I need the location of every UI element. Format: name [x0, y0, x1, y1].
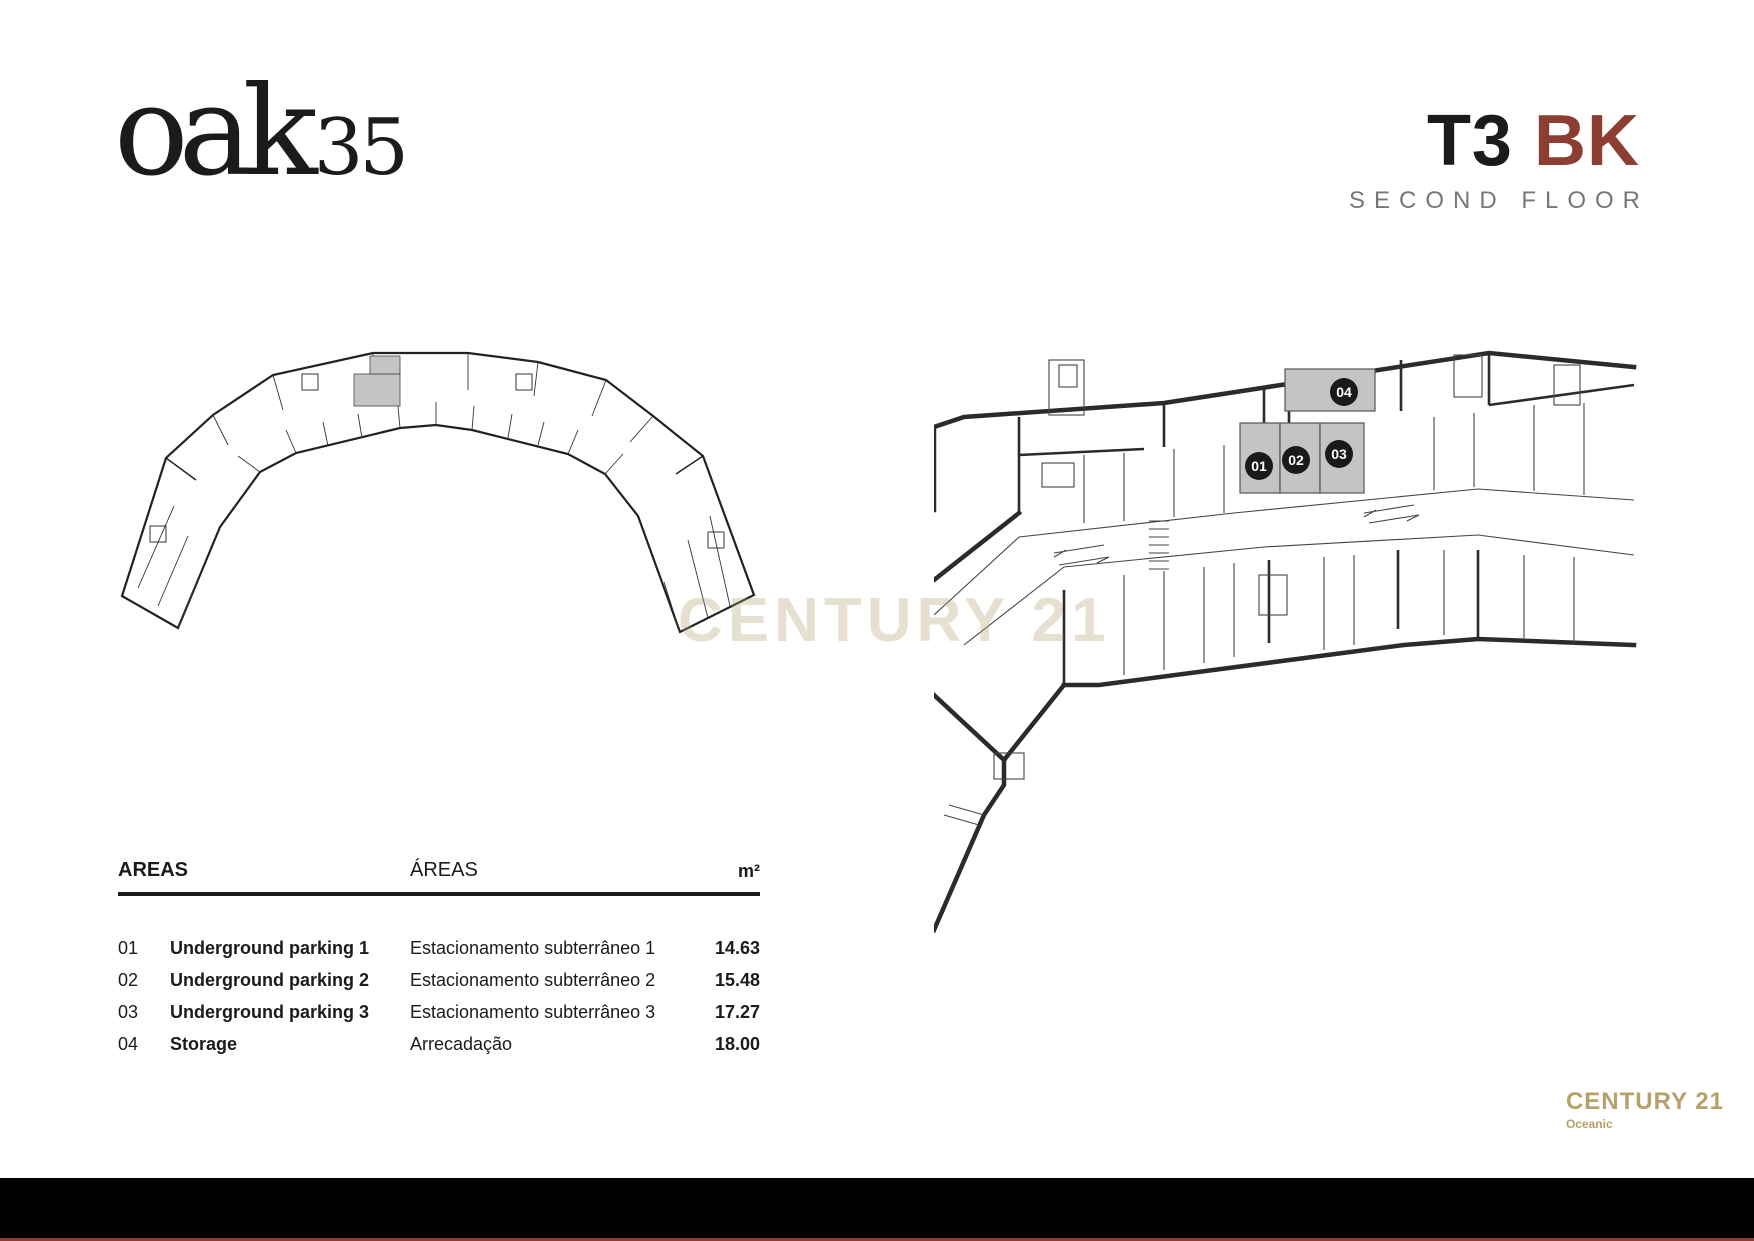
- plan-wall-south: [1061, 636, 1637, 688]
- marker-02-badge: [1282, 446, 1310, 474]
- plan-wall-west: [934, 424, 1023, 764]
- table-row: 03 Underground parking 3 Estacionamento …: [118, 996, 760, 1028]
- marker-04: 04: [1336, 384, 1352, 400]
- keyplan-outline-inner: [165, 455, 704, 481]
- key-plan: [120, 351, 756, 634]
- brand-subtitle: Oceanic: [1565, 1117, 1613, 1131]
- row-number: 04: [118, 1033, 139, 1054]
- marker-04-badge: [1330, 378, 1358, 406]
- century21-brand-logo: CENTURY 21 Oceanic: [1566, 1088, 1724, 1131]
- floor-plan: 01 02 03 04: [934, 350, 1637, 933]
- keyplan-highlight-parking: [353, 373, 401, 407]
- row-label-pt: Estacionamento subterrâneo 2: [410, 969, 656, 990]
- keyplan-outline-outer: [120, 351, 756, 634]
- table-row: 01 Underground parking 1 Estacionamento …: [118, 932, 760, 964]
- row-number: 01: [118, 937, 139, 958]
- areas-header-en: AREAS: [118, 859, 189, 881]
- row-label-pt: Estacionamento subterrâneo 1: [410, 937, 656, 958]
- row-area-value: 15.48: [714, 969, 760, 990]
- table-row: 02 Underground parking 2 Estacionamento …: [118, 964, 760, 996]
- areas-header: AREAS ÁREAS m²: [118, 850, 760, 882]
- row-area-value: 17.27: [714, 1001, 760, 1022]
- areas-header-unit: m²: [738, 861, 760, 881]
- plan-drive-lane-bottom: [963, 534, 1635, 646]
- plan-drive-lane-top: [934, 488, 1635, 616]
- unit-heading: T3 BK SECOND FLOOR: [1349, 105, 1640, 215]
- highlight-storage-04: [1284, 368, 1376, 412]
- marker-03: 03: [1331, 446, 1347, 462]
- marker-01: 01: [1251, 458, 1267, 474]
- row-label-pt: Arrecadação: [410, 1033, 513, 1054]
- row-area-value: 18.00: [714, 1033, 760, 1054]
- footer-accent-line: [0, 1238, 1754, 1241]
- row-label-en: Underground parking 1: [170, 937, 370, 958]
- brand-name: CENTURY 21: [1565, 1088, 1724, 1115]
- oak35-logo: oak35: [114, 70, 409, 194]
- plan-markers: 01 02 03 04: [1245, 378, 1358, 480]
- row-number: 02: [118, 969, 139, 990]
- areas-header-pt: ÁREAS: [410, 859, 478, 881]
- footer-bar: [0, 1178, 1754, 1238]
- logo-number: 35: [313, 103, 409, 193]
- table-row: 04 Storage Arrecadação 18.00: [118, 1028, 760, 1060]
- unit-title: T3 BK: [1349, 105, 1640, 177]
- plan-wall-north: [934, 350, 1637, 430]
- century21-watermark: CENTURY 21: [678, 586, 1111, 655]
- marker-03-badge: [1325, 440, 1353, 468]
- areas-divider: [118, 892, 760, 896]
- areas-table: AREAS ÁREAS m² 01 Underground parking 1 …: [118, 850, 760, 1060]
- marker-02: 02: [1288, 452, 1304, 468]
- logo-word: oak: [114, 60, 318, 204]
- row-label-en: Storage: [170, 1033, 238, 1054]
- unit-code: T3: [1426, 101, 1513, 181]
- row-area-value: 14.63: [714, 937, 760, 958]
- row-number: 03: [118, 1001, 139, 1022]
- row-label-en: Underground parking 2: [170, 969, 370, 990]
- plan-wall-sw: [934, 681, 1068, 933]
- row-label-en: Underground parking 3: [170, 1001, 370, 1022]
- keyplan-highlight-storage: [369, 355, 401, 375]
- row-label-pt: Estacionamento subterrâneo 3: [410, 1001, 656, 1022]
- unit-block: BK: [1534, 101, 1640, 181]
- marker-01-badge: [1245, 452, 1273, 480]
- floor-label: SECOND FLOOR: [1348, 187, 1649, 214]
